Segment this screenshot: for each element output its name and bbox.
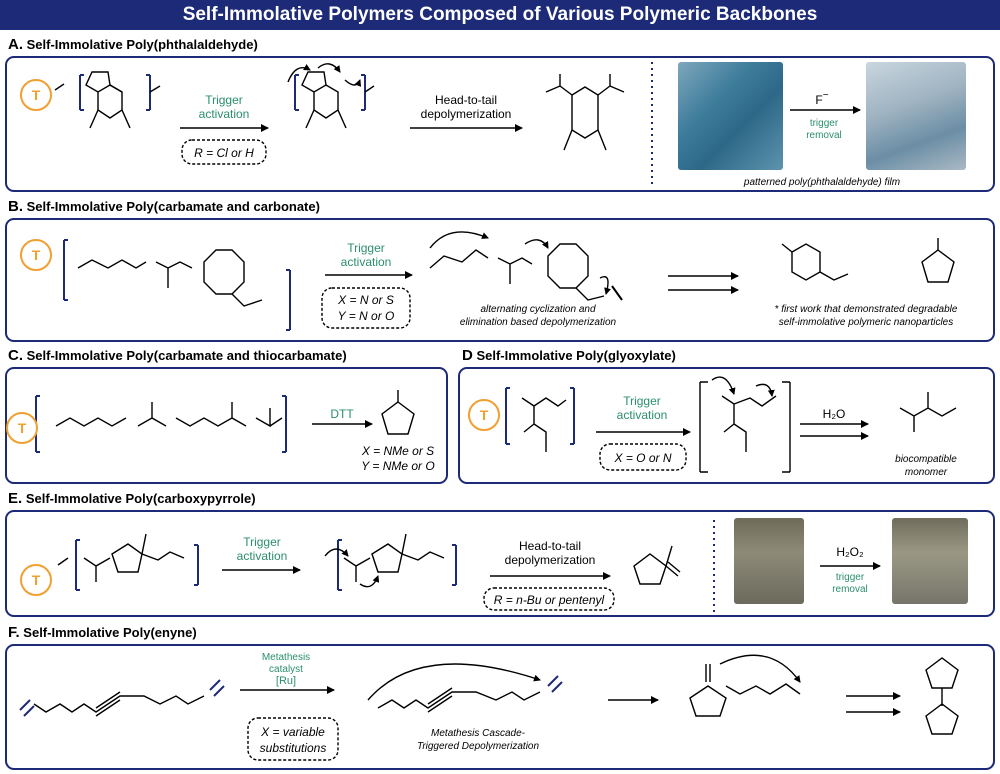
- section-a-letter: A.: [8, 36, 23, 53]
- section-b-heading: B. Self-Immolative Poly(carbamate and ca…: [8, 198, 320, 215]
- trigger-circles: [6, 79, 500, 596]
- section-f-heading: F. Self-Immolative Poly(enyne): [8, 624, 197, 641]
- a-removal-2: removal: [806, 130, 842, 141]
- f-mech-2: Triggered Depolymerization: [417, 741, 540, 752]
- section-a-title: Self-Immolative Poly(phthalaldehyde): [26, 37, 258, 52]
- a-trigger-label-1: Trigger: [205, 93, 243, 107]
- d-reagent: H₂O: [823, 407, 846, 421]
- a-trigger-label-2: activation: [199, 107, 250, 121]
- b-note-1: * first work that demonstrated degradabl…: [775, 304, 958, 315]
- d-trigger-label-1: Trigger: [623, 394, 661, 408]
- e-trigger-label-1: Trigger: [243, 535, 281, 549]
- b-cond-1: X = N or S: [337, 293, 394, 307]
- d-trigger-label-2: activation: [617, 408, 668, 422]
- section-e-letter: E.: [8, 490, 23, 507]
- photo-vial-after: [892, 518, 968, 604]
- a-depol-2: depolymerization: [421, 107, 512, 121]
- f-cat-3: [Ru]: [276, 675, 296, 687]
- e-r-condition: R = n-Bu or pentenyl: [494, 593, 605, 607]
- section-f-letter: F.: [8, 624, 20, 641]
- panel-d: [458, 367, 995, 484]
- trigger-c: T: [18, 420, 27, 436]
- section-d-title: Self-Immolative Poly(glyoxylate): [476, 348, 676, 363]
- a-reagent-sup: −: [823, 90, 829, 101]
- a-caption: patterned poly(phthalaldehyde) film: [743, 177, 900, 188]
- b-mech-2: elimination based depolymerization: [460, 317, 617, 328]
- e-depol-2: depolymerization: [505, 553, 596, 567]
- d-cond: X = O or N: [613, 451, 671, 465]
- a-depol-1: Head-to-tail: [435, 93, 497, 107]
- f-cond-2: substitutions: [260, 741, 327, 755]
- trigger-d: T: [480, 407, 489, 423]
- d-caption-1: biocompatible: [895, 454, 957, 465]
- b-mech-1: alternating cyclization and: [480, 304, 596, 315]
- c-reagent: DTT: [330, 407, 354, 421]
- a-reagent: F−: [815, 90, 828, 107]
- trigger-b: T: [32, 247, 41, 263]
- f-cat-2: catalyst: [269, 664, 303, 675]
- b-cond-2: Y = N or O: [338, 309, 395, 323]
- section-a-heading: A. Self-Immolative Poly(phthalaldehyde): [8, 36, 258, 53]
- e-reagent: H₂O₂: [836, 545, 864, 559]
- section-e-title: Self-Immolative Poly(carboxypyrrole): [25, 491, 256, 506]
- panel-c: [5, 367, 448, 484]
- f-cat-1: Metathesis: [262, 652, 310, 663]
- photo-patterned-film-before: [678, 62, 783, 170]
- trigger-e: T: [32, 572, 41, 588]
- a-removal-1: trigger: [810, 118, 839, 129]
- e-trigger-label-2: activation: [237, 549, 288, 563]
- section-e-heading: E. Self-Immolative Poly(carboxypyrrole): [8, 490, 256, 507]
- panel-e: [5, 510, 995, 617]
- section-b-letter: B.: [8, 198, 23, 215]
- e-removal-2: removal: [832, 584, 868, 595]
- b-trigger-label-1: Trigger: [347, 241, 385, 255]
- c-cond-2: Y = NMe or O: [361, 459, 434, 473]
- b-note-2: self-immolative polymeric nanoparticles: [779, 317, 954, 328]
- section-d-heading: D Self-Immolative Poly(glyoxylate): [462, 347, 676, 364]
- a-r-condition: R = Cl or H: [194, 146, 254, 160]
- b-trigger-label-2: activation: [341, 255, 392, 269]
- e-depol-1: Head-to-tail: [519, 539, 581, 553]
- panel-f: [5, 644, 995, 770]
- c-cond-1: X = NMe or S: [361, 444, 434, 458]
- e-removal-1: trigger: [836, 572, 865, 583]
- figure-title: Self-Immolative Polymers Composed of Var…: [0, 0, 1000, 30]
- photo-vial-before: [734, 518, 804, 604]
- a-reagent-base: F: [815, 93, 822, 107]
- trigger-a: T: [32, 87, 41, 103]
- section-c-heading: C. Self-Immolative Poly(carbamate and th…: [8, 347, 347, 364]
- section-b-title: Self-Immolative Poly(carbamate and carbo…: [26, 199, 320, 214]
- panel-b: [5, 218, 995, 342]
- photo-patterned-film-after: [866, 62, 966, 170]
- d-caption-2: monomer: [905, 467, 948, 478]
- section-c-title: Self-Immolative Poly(carbamate and thioc…: [26, 348, 347, 363]
- panel-a: [5, 56, 995, 192]
- section-c-letter: C.: [8, 347, 23, 364]
- section-f-title: Self-Immolative Poly(enyne): [23, 625, 197, 640]
- f-mech-1: Metathesis Cascade-: [431, 728, 526, 739]
- section-d-letter: D: [462, 347, 473, 364]
- f-cond-1: X = variable: [260, 725, 325, 739]
